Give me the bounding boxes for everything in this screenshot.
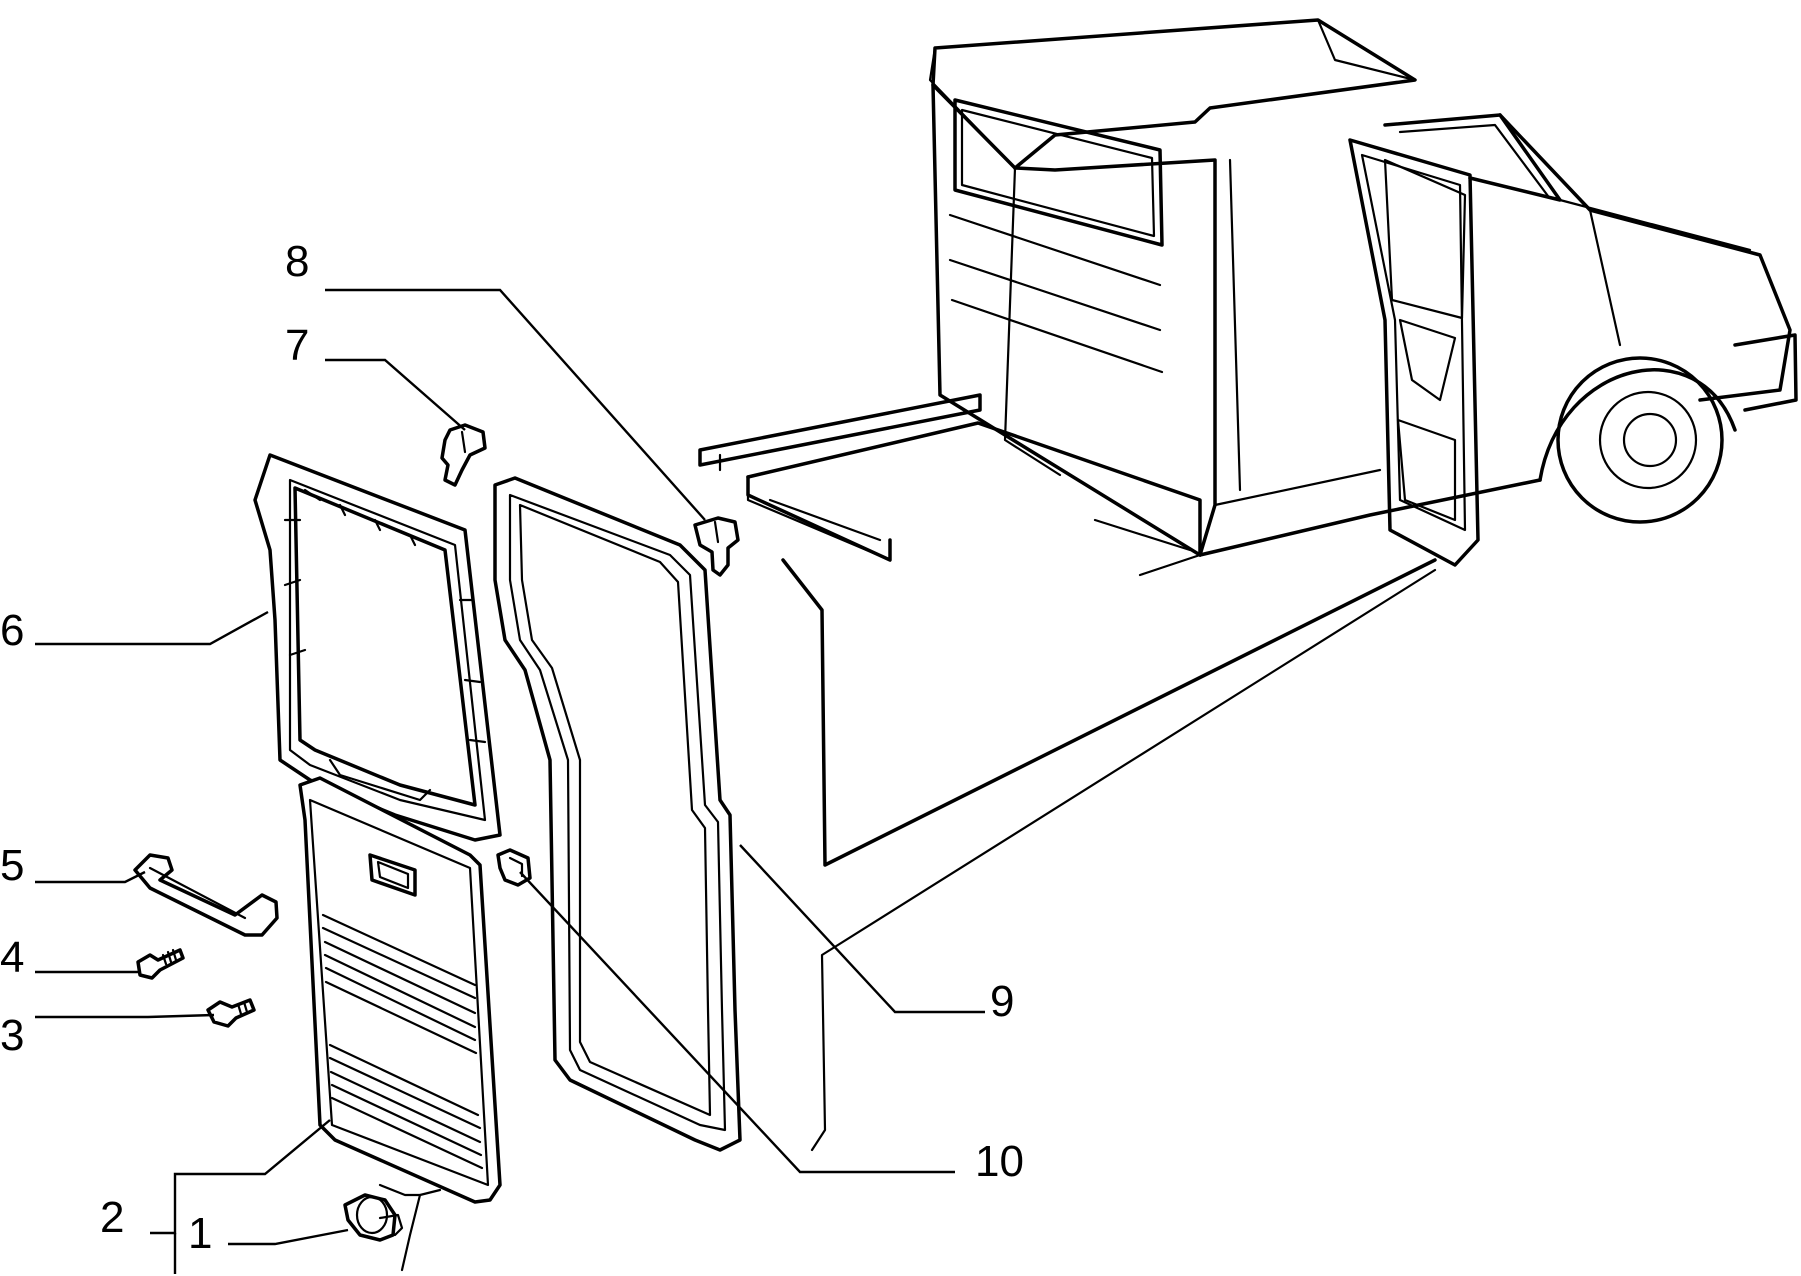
- callout-8: 8: [285, 237, 309, 286]
- callout-9: 9: [990, 977, 1014, 1026]
- reference-bracket: [781, 558, 1437, 1152]
- van-illustration: [698, 18, 1798, 577]
- leader-9: [739, 844, 985, 1014]
- leader-1: [228, 1228, 349, 1246]
- window-frame-part-6: [253, 453, 502, 842]
- leader-6: [35, 610, 269, 646]
- leader-2: [150, 1119, 331, 1235]
- trim-clip-part-1: [343, 1183, 442, 1272]
- leader-5: [35, 870, 146, 884]
- leader-7: [325, 358, 466, 431]
- callout-4: 4: [0, 933, 24, 982]
- leader-10: [519, 871, 955, 1174]
- screw-part-3: [206, 998, 256, 1028]
- callout-labels: 8 7 6 5 4 3 2 1 9 10: [0, 237, 1024, 1258]
- hinge-bracket-part-8: [693, 516, 740, 577]
- door-seal-part-9: [493, 476, 742, 1152]
- door-trim-panel-part-2: [298, 776, 502, 1204]
- callout-3: 3: [0, 1011, 24, 1060]
- seal-clip-part-10: [496, 848, 532, 887]
- callout-10: 10: [975, 1137, 1024, 1186]
- leader-8: [325, 288, 706, 521]
- callout-2: 2: [100, 1193, 124, 1242]
- callout-5: 5: [0, 841, 24, 890]
- leader-lines: [35, 288, 985, 1274]
- screw-part-4: [136, 948, 185, 980]
- leader-3: [35, 1013, 215, 1019]
- callout-1: 1: [188, 1209, 212, 1258]
- hinge-bracket-part-7: [440, 423, 487, 487]
- callout-6: 6: [0, 606, 24, 655]
- callout-7: 7: [285, 321, 309, 370]
- pull-handle-part-5: [133, 853, 279, 937]
